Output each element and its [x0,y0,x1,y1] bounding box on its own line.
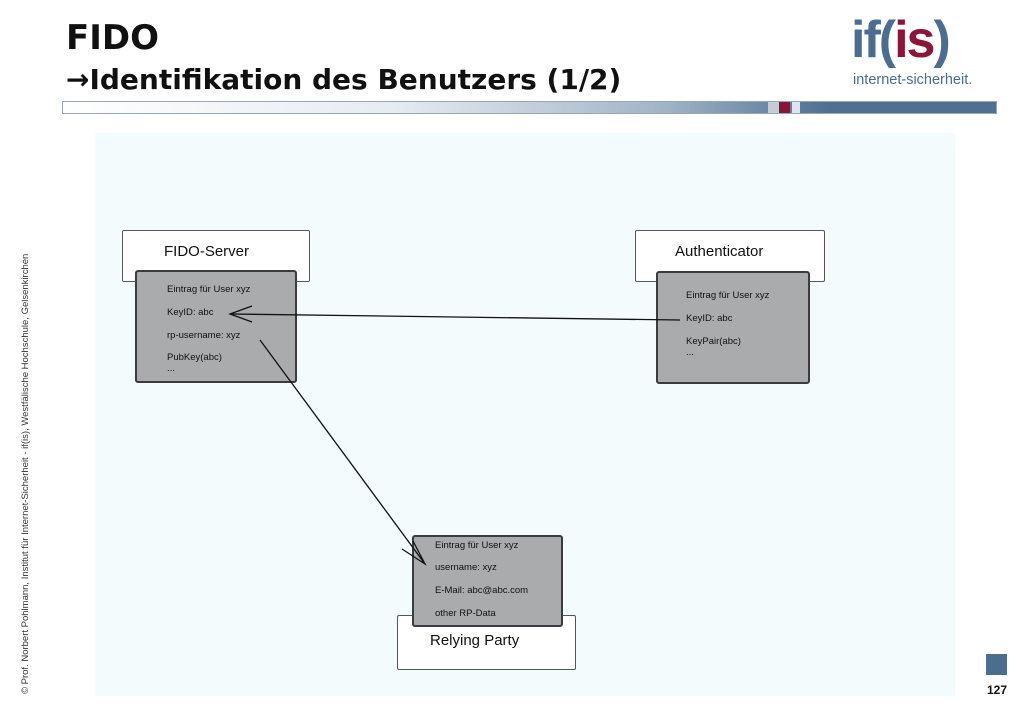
bar-square-gray [768,102,779,113]
fido-server-entry: PubKey(abc) [167,352,222,363]
page-marker-square [986,654,1007,675]
slide-title: FIDO [66,18,160,58]
ifis-logo: if(is) internet-sicherheit. [851,10,991,90]
bar-square-light [792,102,800,113]
slide-subtitle: →Identifikation des Benutzers (1/2) [66,60,621,100]
relying-party-entry: username: xyz [435,562,497,573]
relying-party-entry: E-Mail: abc@abc.com [435,585,529,596]
fido-server-entry: KeyID: abc [167,307,214,318]
arrow-right-icon: → [66,63,90,96]
relying-party-record [412,535,563,627]
authenticator-entry: Eintrag für User xyz [686,290,770,301]
authenticator-record [656,271,810,384]
header-divider-bar [62,101,997,114]
logo-mark: if(is) [851,11,951,69]
page-number: 127 [986,683,1008,697]
authenticator-entry: KeyID: abc [686,313,733,324]
slide-subtitle-text: Identifikation des Benutzers (1/2) [89,63,622,96]
relying-party-entry: Eintrag für User xyz [435,540,519,551]
authenticator-entry: KeyPair(abc) [686,336,741,347]
relying-party-label: Relying Party [430,632,520,649]
copyright-side-text: © Prof. Norbert Pohlmann, Institut für I… [20,253,31,694]
relying-party-entry: other RP-Data [435,608,496,619]
authenticator-label: Authenticator [675,243,764,260]
fido-server-entry: ... [167,363,175,374]
bar-square-red [779,102,790,113]
fido-server-entry: rp-username: xyz [167,330,241,341]
fido-server-label: FIDO-Server [164,243,250,260]
fido-server-entry: Eintrag für User xyz [167,284,251,295]
logo-tagline: internet-sicherheit. [853,72,973,88]
authenticator-entry: ... [686,347,694,358]
